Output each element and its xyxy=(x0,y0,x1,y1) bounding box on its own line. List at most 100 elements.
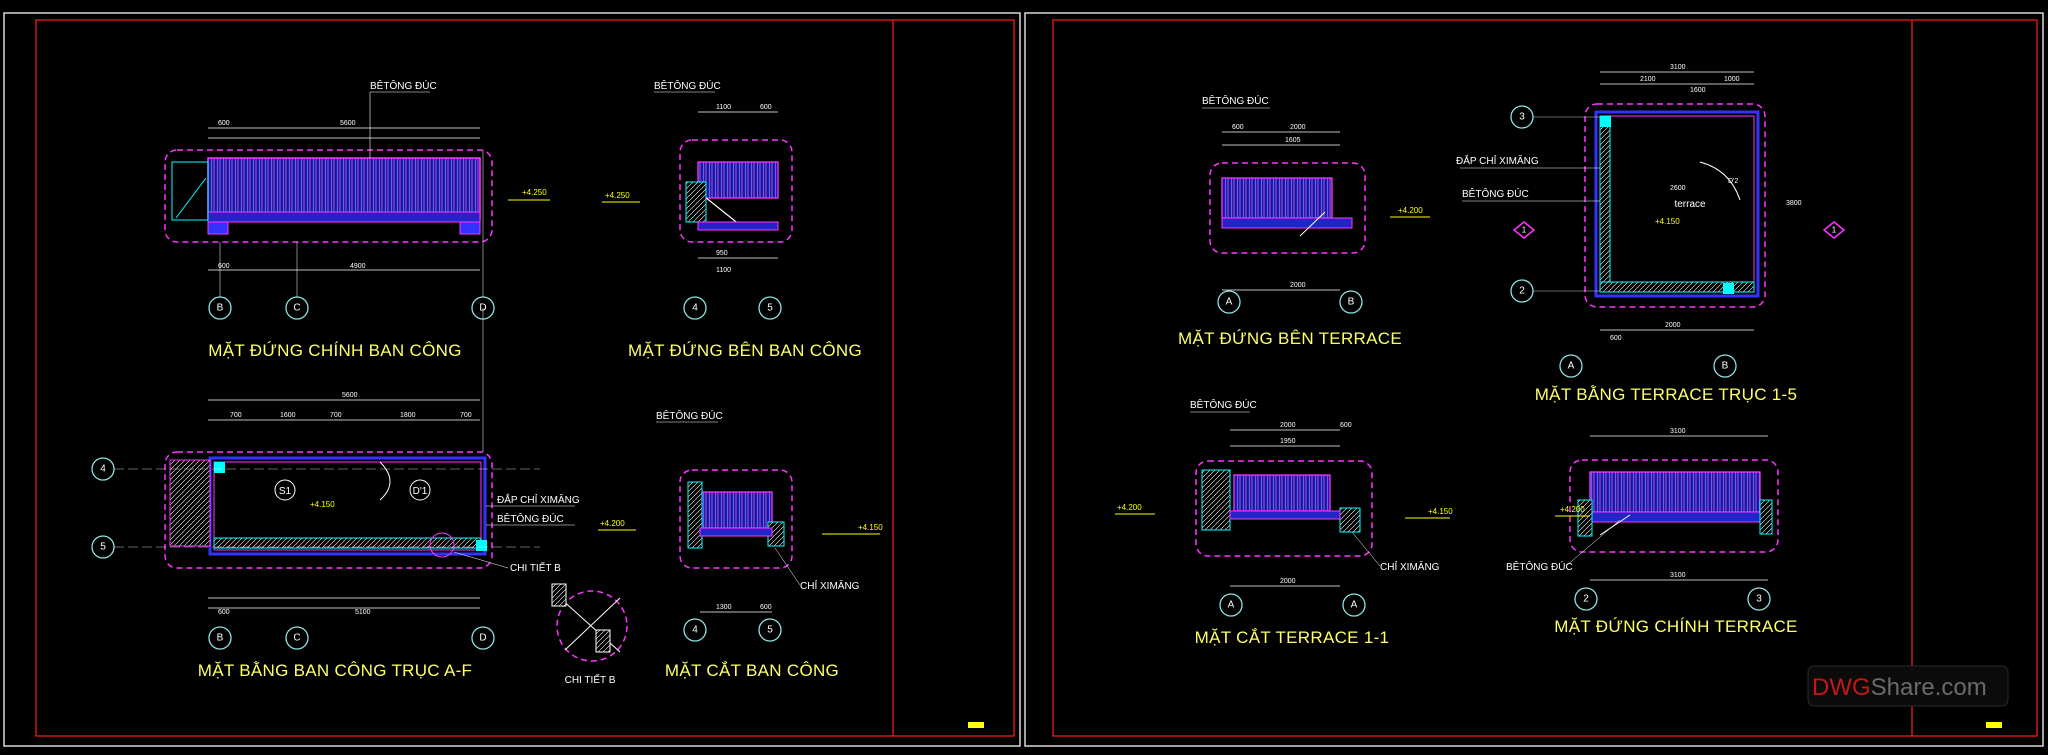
detail-circle xyxy=(556,590,628,662)
cloud-outline xyxy=(679,469,793,569)
section-marker xyxy=(1822,221,1846,239)
cloud-outline xyxy=(1195,460,1373,557)
note-label: BÊTÔNG ĐÚC xyxy=(1190,398,1257,411)
dim-label: 1300 xyxy=(716,604,732,611)
section-marker-label: 1 xyxy=(1522,226,1527,235)
view-title: MẶT BẰNG BAN CÔNG TRỤC A-F xyxy=(198,661,472,680)
sheet-2-outer-frame xyxy=(1024,12,2044,747)
door-swing xyxy=(1699,161,1741,201)
grid-label: 5 xyxy=(767,625,773,636)
dim-label: 2000 xyxy=(1290,124,1306,131)
level-label: +4.150 xyxy=(858,523,883,532)
room-label: D'1 xyxy=(413,486,428,497)
dim-label: 3800 xyxy=(1786,200,1802,207)
slab xyxy=(207,211,481,223)
beam-section xyxy=(1339,507,1361,533)
brace xyxy=(1599,514,1631,536)
level-label: +4.250 xyxy=(605,191,630,200)
sheet-1-outer-frame xyxy=(3,12,1021,747)
grid-label: C xyxy=(293,633,300,644)
level-label: +4.150 xyxy=(310,500,335,509)
column xyxy=(476,540,487,551)
grid-bubble xyxy=(471,626,495,650)
grid-bubble xyxy=(285,626,309,650)
sheet-2: BÊTÔNG ĐÚC 600 2000 1605 2000 +4.200 A B… xyxy=(1024,12,2044,747)
grid-label: 3 xyxy=(1519,112,1525,123)
dim-label: 5600 xyxy=(342,392,358,399)
railing xyxy=(697,161,779,199)
dim-label: 2000 xyxy=(1280,422,1296,429)
grid-label: 3 xyxy=(1756,594,1762,605)
note-label: BÊTÔNG ĐÚC xyxy=(656,409,723,422)
grid-bubble xyxy=(1559,354,1583,378)
cloud-outline xyxy=(164,451,493,569)
grid-bubble xyxy=(1713,354,1737,378)
grid-label: 5 xyxy=(767,303,773,314)
grid-label: B xyxy=(217,303,224,314)
watermark: DWGShare.com xyxy=(1807,665,2009,707)
note-label: BÊTÔNG ĐÚC xyxy=(654,79,721,92)
note-label: BÊTÔNG ĐÚC xyxy=(1506,560,1573,573)
dim-label: 600 xyxy=(218,263,230,270)
dim-label: 600 xyxy=(1232,124,1244,131)
dim-label: 3100 xyxy=(1670,428,1686,435)
dim-label: 1100 xyxy=(716,267,731,274)
level-label: +4.200 xyxy=(1117,503,1142,512)
grid-label: D xyxy=(479,633,486,644)
view-title: MẶT ĐỨNG CHÍNH TERRACE xyxy=(1554,617,1797,636)
grid-bubble xyxy=(1219,593,1243,617)
grid-label: C xyxy=(293,303,300,314)
grid-label: 4 xyxy=(100,464,106,475)
level-label: +4.150 xyxy=(1428,507,1453,516)
room-label: S1 xyxy=(279,486,292,497)
leader xyxy=(1565,519,1621,567)
leader xyxy=(774,547,801,586)
stair-line xyxy=(175,177,207,219)
grid-bubble xyxy=(1574,587,1598,611)
dim-label: 2600 xyxy=(1670,185,1686,192)
view-balcony-section: BÊTÔNG ĐÚC CHỈ XIMĂNG +4.200 +4.150 1300… xyxy=(598,409,883,680)
stair xyxy=(171,161,209,221)
level-label: +4.200 xyxy=(600,519,625,528)
railing xyxy=(207,157,481,221)
section-marker xyxy=(1512,221,1536,239)
view-balcony-side-elevation: BÊTÔNG ĐÚC 1100 600 950 1100 +4.250 4 5 … xyxy=(602,79,862,360)
level-label: +4.250 xyxy=(522,188,547,197)
slab xyxy=(1229,510,1341,520)
detail-block xyxy=(595,629,611,653)
leader xyxy=(453,551,509,569)
dim-label: 700 xyxy=(330,412,342,419)
dim-label: 600 xyxy=(760,604,772,611)
grid-label: A xyxy=(1226,297,1233,308)
stair-plan xyxy=(169,459,211,547)
note-label: BÊTÔNG ĐÚC xyxy=(497,512,564,525)
dim-label: 950 xyxy=(716,250,728,257)
note-label: ĐẮP CHỈ XIMĂNG xyxy=(497,493,580,506)
column xyxy=(1723,283,1734,294)
dim-label: 1600 xyxy=(1690,87,1706,94)
grid-label: B xyxy=(1722,361,1729,372)
cloud-outline xyxy=(164,149,493,243)
room-tag xyxy=(274,479,296,501)
dim-label: 1600 xyxy=(280,412,296,419)
column xyxy=(1600,116,1611,127)
dim-label: 1950 xyxy=(1280,438,1296,445)
wall-section xyxy=(1759,499,1773,535)
wall-section xyxy=(685,181,707,223)
cloud-outline xyxy=(1569,459,1779,553)
cloud-outline xyxy=(679,139,793,243)
plan-inner-outline xyxy=(213,461,482,551)
view-terrace-plan: terrace D'2 +4.150 ĐẮP CHỈ XIMĂNG BÊTÔNG… xyxy=(1456,64,1846,404)
detail-block xyxy=(551,583,567,607)
grid-label: 5 xyxy=(100,542,106,553)
room-label: terrace xyxy=(1674,199,1706,210)
grid-bubble xyxy=(683,618,707,642)
wall-section xyxy=(687,481,703,549)
grid-bubble xyxy=(683,296,707,320)
grid-label: 4 xyxy=(692,625,698,636)
view-title: MẶT CẮT TERRACE 1-1 xyxy=(1195,628,1390,647)
view-title: MẶT ĐỨNG BÊN BAN CÔNG xyxy=(628,341,862,360)
room-label: D'2 xyxy=(1728,178,1738,185)
note-label: ĐẮP CHỈ XIMĂNG xyxy=(1456,154,1539,167)
